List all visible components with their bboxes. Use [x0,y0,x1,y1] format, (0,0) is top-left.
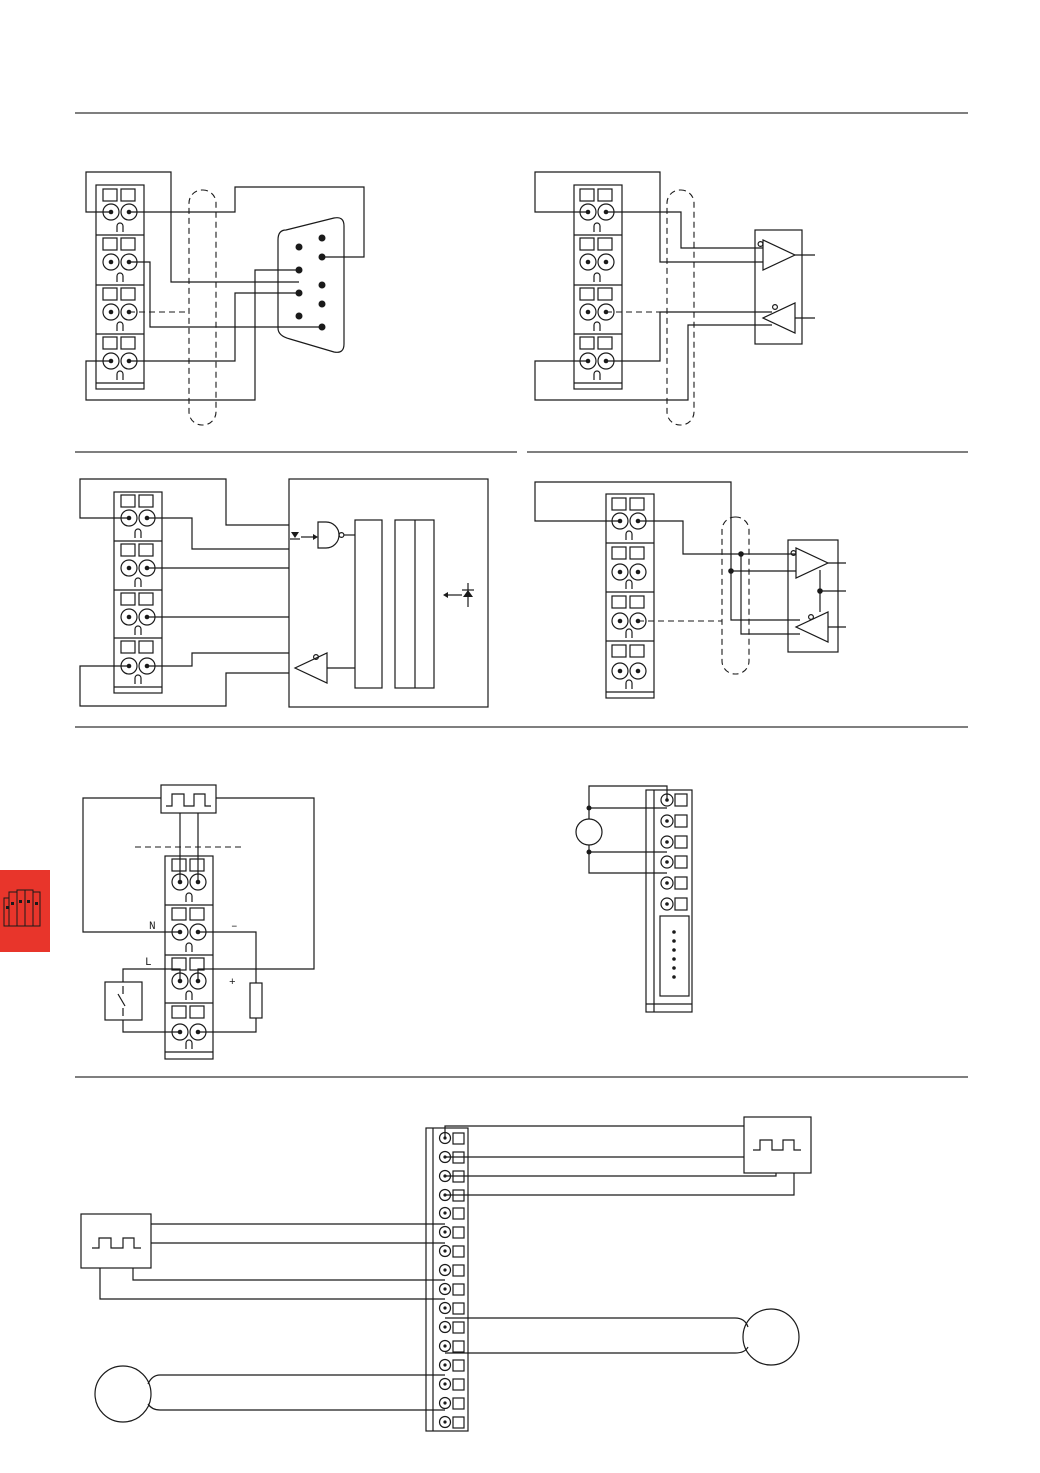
load-resistor [249,982,263,1019]
terminal-block [164,855,214,1060]
section-separators [75,112,968,1078]
label-plus: + [229,977,236,989]
encoder-right [743,1116,812,1174]
terminal-screws [102,203,138,370]
wires [79,478,289,707]
wires [534,481,800,635]
terminal-screws [611,512,647,680]
sensor-icon [575,818,603,846]
transceiver [787,539,846,653]
line-driver [754,229,815,345]
wires [85,171,365,401]
wires [82,797,315,1033]
optocoupler-led-icon [290,532,318,540]
plc-module-icon [3,889,41,927]
label-l: L [145,957,152,969]
photodiode-icon [443,583,474,607]
diagram-terminal-to-line-driver [534,171,815,426]
terminal-screws [120,509,156,675]
switch-icon [104,981,143,1021]
square-wave-icon [166,793,211,807]
encoder-left [80,1213,152,1269]
wires [99,1125,795,1411]
strip-terminals [438,1131,465,1429]
square-wave-icon [753,1139,801,1151]
pulse-generator [160,784,217,814]
diagram-terminal-to-transceiver [534,481,846,699]
section-side-tab [0,870,50,952]
terminal-block [113,491,163,694]
opto-interface-module [288,478,489,708]
cable-shield [666,189,695,426]
motor-left [94,1365,152,1423]
sub-d-9-connector-icon [277,217,345,353]
diagram-terminal-to-subd [85,171,365,426]
terminal-screws [171,873,207,1041]
square-wave-icon [92,1237,141,1249]
wires [586,785,668,874]
motor-right [742,1308,800,1366]
diagram-pulse-switch-load: N L – + [82,784,315,1060]
terminal-strip [645,789,693,1013]
label-n: N [149,921,156,933]
terminal-block [95,184,145,390]
diagram-terminal-to-opto-interface [79,478,489,708]
cable-shield [721,516,750,675]
cable-shield [188,189,217,426]
diagram-encoders-motors-strip [80,1116,812,1432]
terminal-screws [579,203,615,370]
terminal-block [605,493,655,699]
terminal-block [573,184,623,390]
wires [534,171,772,401]
label-minus: – [231,921,238,933]
diagram-sensor-terminal-strip [575,785,693,1013]
